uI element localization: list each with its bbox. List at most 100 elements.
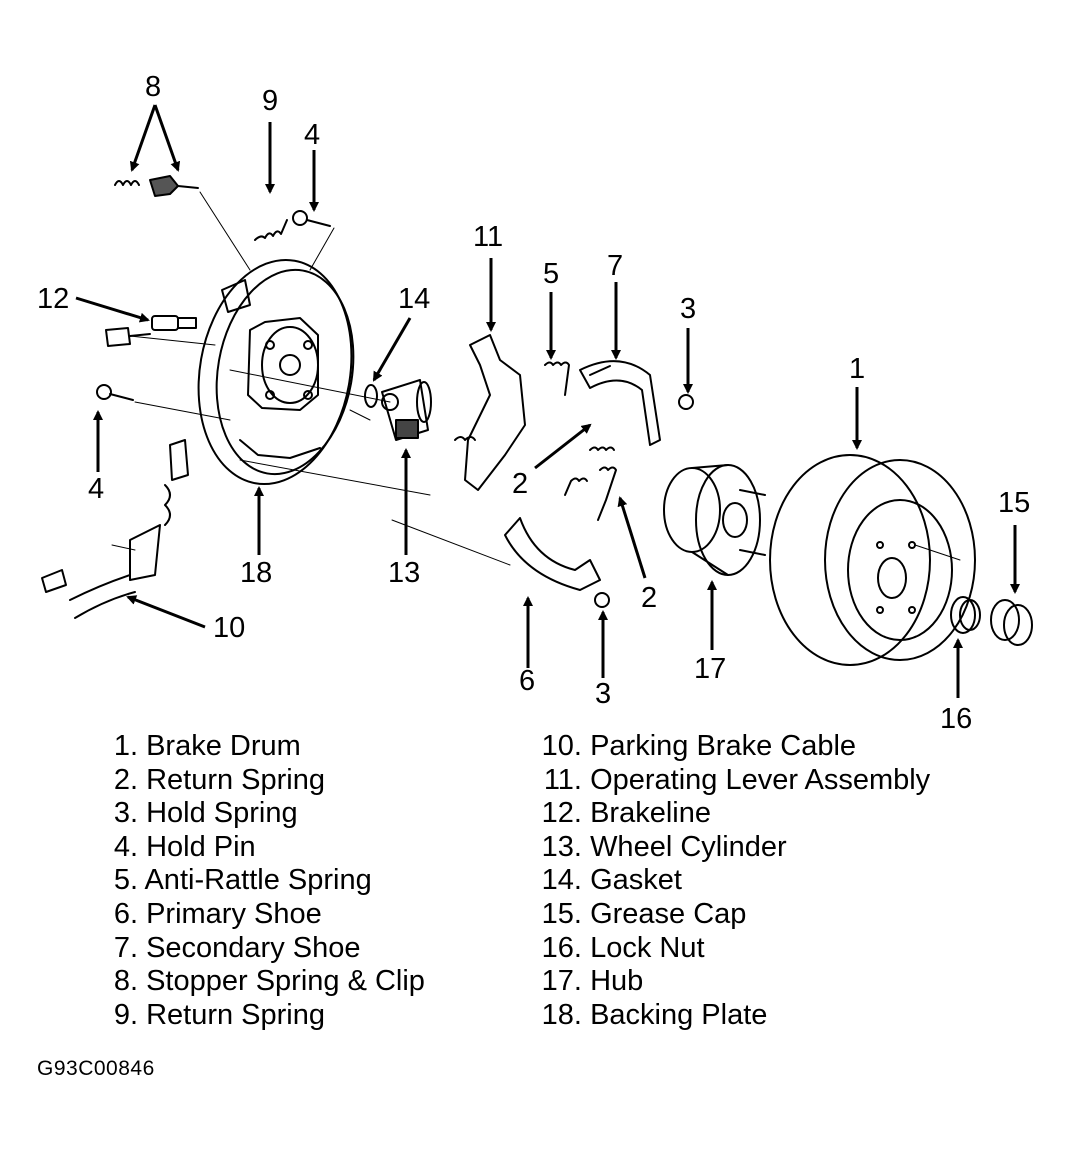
- gasket: [364, 384, 378, 408]
- figure-id: G93C00846: [37, 1057, 155, 1080]
- hold-pin-lower: [96, 384, 134, 401]
- hub: [663, 464, 766, 576]
- wheel-cylinder: [381, 379, 432, 441]
- return-spring-b: [597, 466, 617, 521]
- legend-number: 7.: [113, 931, 138, 964]
- callout-12: 12: [37, 283, 69, 315]
- legend-number: 16.: [541, 931, 582, 964]
- leader-2b: [617, 496, 647, 579]
- hold-pin-upper: [292, 210, 331, 227]
- callout-14: 14: [398, 283, 430, 315]
- legend-item: 5. Anti-Rattle Spring: [102, 864, 425, 898]
- callout-5: 5: [543, 258, 559, 290]
- legend-number: 13.: [541, 830, 582, 863]
- legend-number: 3.: [113, 797, 138, 830]
- primary-shoe: [504, 517, 610, 608]
- legend-item: 3. Hold Spring: [102, 797, 425, 831]
- leader-12: [75, 296, 150, 323]
- legend-item: 2. Return Spring: [102, 764, 425, 798]
- legend-item: 7. Secondary Shoe: [102, 932, 425, 966]
- callout-4-lower: 4: [88, 473, 104, 505]
- return-spring-a: [564, 446, 615, 496]
- legend-item: 6. Primary Shoe: [102, 898, 425, 932]
- legend-item: 15. Grease Cap: [528, 898, 930, 932]
- legend-label: Wheel Cylinder: [590, 830, 787, 863]
- legend-left-column: 1. Brake Drum 2. Return Spring 3. Hold S…: [102, 730, 425, 1032]
- legend-item: 9. Return Spring: [102, 999, 425, 1033]
- grease-cap: [990, 599, 1033, 646]
- legend-number: 8.: [113, 965, 138, 998]
- legend-label: Hold Spring: [146, 797, 298, 830]
- legend-label: Operating Lever Assembly: [590, 763, 931, 796]
- legend-item: 10. Parking Brake Cable: [528, 730, 930, 764]
- legend-label: Lock Nut: [590, 931, 705, 964]
- callout-2-right: 2: [641, 582, 657, 614]
- legend-item: 12. Brakeline: [528, 797, 930, 831]
- leader-14: [372, 317, 412, 382]
- callout-18: 18: [240, 557, 272, 589]
- callout-3-upper: 3: [680, 293, 696, 325]
- stopper-spring-and-clip: [114, 175, 199, 197]
- legend-label: Brake Drum: [146, 730, 301, 762]
- parking-brake-cable: [41, 439, 189, 619]
- legend-item: 8. Stopper Spring & Clip: [102, 965, 425, 999]
- callout-11: 11: [473, 221, 503, 253]
- legend-label: Anti-Rattle Spring: [144, 864, 372, 897]
- leader-2a: [534, 423, 592, 470]
- legend-number: 5.: [113, 864, 138, 897]
- legend-number: 2.: [113, 763, 138, 796]
- leader-8a: [129, 104, 157, 172]
- legend-label: Parking Brake Cable: [590, 730, 857, 762]
- legend-number: 14.: [541, 864, 582, 897]
- legend-number: 4.: [113, 830, 138, 863]
- legend-item: 11. Operating Lever Assembly: [528, 764, 930, 798]
- legend-number: 6.: [113, 897, 138, 930]
- callout-17: 17: [694, 653, 726, 685]
- brakeline-fitting: [105, 315, 197, 347]
- legend-number: 9.: [113, 998, 138, 1031]
- legend-number: 15.: [541, 897, 582, 930]
- backing-plate: [197, 258, 355, 486]
- legend-item: 1. Brake Drum: [102, 730, 425, 764]
- legend-label: Secondary Shoe: [146, 931, 361, 964]
- callout-4-upper: 4: [304, 119, 320, 151]
- callout-6: 6: [519, 665, 535, 697]
- operating-lever-assembly: [454, 334, 526, 491]
- legend-label: Backing Plate: [590, 998, 768, 1031]
- legend-number: 18.: [541, 998, 582, 1031]
- anti-rattle-spring: [544, 361, 570, 396]
- legend-label: Return Spring: [146, 763, 325, 796]
- legend-number: 1.: [113, 730, 138, 762]
- legend-item: 13. Wheel Cylinder: [528, 831, 930, 865]
- callout-13: 13: [388, 557, 420, 589]
- callout-7: 7: [607, 250, 623, 282]
- legend-label: Stopper Spring & Clip: [146, 965, 425, 998]
- callout-2-left: 2: [512, 468, 528, 500]
- callouts: 8 9 4 11 5 7 12 14 3 1 2 4 15 18 13 2 10…: [37, 71, 1030, 730]
- lock-nut: [950, 596, 981, 634]
- leader-10: [126, 595, 206, 629]
- legend-right-column: 10. Parking Brake Cable 11. Operating Le…: [528, 730, 931, 1033]
- callout-15: 15: [998, 487, 1030, 519]
- legend-number: 12.: [541, 797, 582, 830]
- legend-item: 18. Backing Plate: [528, 999, 930, 1033]
- legend-number: 17.: [541, 965, 582, 998]
- brake-drum: [769, 454, 976, 666]
- legend-number: 11.: [543, 763, 582, 796]
- callout-9: 9: [262, 85, 278, 117]
- callout-3-lower: 3: [595, 678, 611, 710]
- secondary-shoe: [579, 360, 694, 446]
- callout-16: 16: [940, 703, 972, 730]
- legend-label: Hold Pin: [146, 830, 256, 863]
- legend-item: 4. Hold Pin: [102, 831, 425, 865]
- exploded-brake-diagram: 8 9 4 11 5 7 12 14 3 1 2 4 15 18 13 2 10…: [37, 71, 1033, 730]
- legend-label: Grease Cap: [590, 897, 747, 930]
- callout-1: 1: [849, 353, 865, 385]
- assembly-lines: [111, 191, 961, 566]
- legend-label: Hub: [590, 965, 644, 998]
- legend-label: Gasket: [590, 864, 682, 897]
- callout-10: 10: [213, 612, 245, 644]
- legend-label: Primary Shoe: [146, 897, 322, 930]
- legend-item: 17. Hub: [528, 965, 930, 999]
- legend-item: 16. Lock Nut: [528, 932, 930, 966]
